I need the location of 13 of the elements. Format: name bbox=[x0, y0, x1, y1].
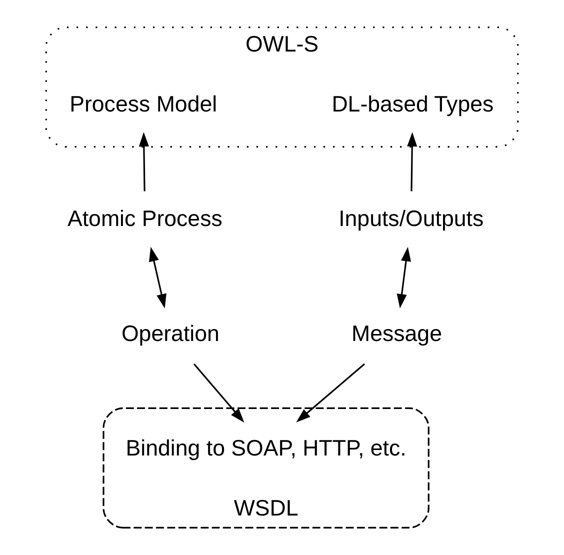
arrow bbox=[149, 246, 166, 308]
node-text: Operation bbox=[121, 320, 220, 346]
arrow bbox=[407, 132, 418, 192]
node-text: Inputs/Outputs bbox=[338, 206, 484, 232]
arrow bbox=[296, 363, 365, 422]
node-text: Binding to SOAP, HTTP, etc. bbox=[126, 436, 406, 461]
node-text: Atomic Process bbox=[67, 206, 222, 232]
node-text: Process Model bbox=[70, 91, 218, 116]
arrow bbox=[193, 364, 244, 423]
node-text: DL-based Types bbox=[332, 91, 494, 116]
node-text: Message bbox=[352, 320, 442, 346]
arrow bbox=[396, 246, 411, 308]
arrow bbox=[138, 132, 149, 192]
